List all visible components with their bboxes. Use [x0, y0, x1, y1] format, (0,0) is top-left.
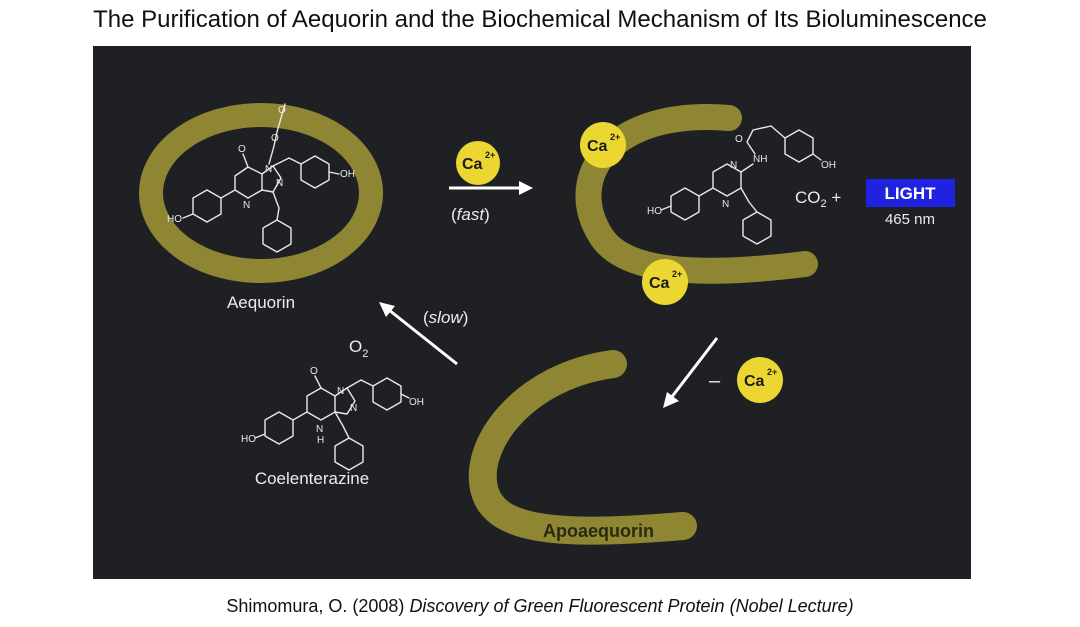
calcium-symbol: Ca	[587, 138, 608, 155]
citation: Shimomura, O. (2008) Discovery of Green …	[0, 596, 1080, 617]
coelenterazine-label: Coelenterazine	[255, 469, 369, 488]
pyrazine-nitrogen-1: N	[730, 160, 737, 171]
calcium-symbol: Ca	[744, 373, 765, 390]
amide-oxygen: O	[735, 134, 743, 145]
slide-title: The Purification of Aequorin and the Bio…	[93, 6, 987, 33]
o2-label: O2	[349, 337, 368, 360]
slow-label: (slow)	[423, 308, 468, 327]
mechanism-diagram: O O O N N N OH HO Aequorin Ca 2+ (fast) …	[139, 103, 955, 545]
calcium-badge-removed: Ca 2+	[737, 357, 783, 403]
calcium-symbol: Ca	[649, 275, 670, 292]
aequorin-complex: O O O N N N OH HO	[139, 103, 383, 283]
light-label: LIGHT	[885, 184, 937, 203]
fast-label: (fast)	[451, 205, 490, 224]
cz-nitrogen-1: N	[337, 386, 344, 397]
calcium-charge: 2+	[485, 150, 495, 160]
calcium-badge-bottom: Ca 2+	[642, 259, 688, 305]
amide-nitrogen: NH	[753, 154, 767, 165]
ring-nitrogen-3: N	[243, 200, 250, 211]
removal-arrow-head	[663, 392, 679, 408]
calcium-ion	[737, 357, 783, 403]
calcium-ion	[580, 122, 626, 168]
co2-product: CO2 +	[795, 188, 841, 210]
cz-nitrogen-3: N	[316, 424, 323, 435]
coelenteramide-structure: N N NH O OH HO	[647, 125, 836, 245]
peroxide-oxygen-1: O	[271, 133, 279, 144]
peroxide-oxygen-2: O	[278, 105, 286, 116]
calcium-charge: 2+	[767, 367, 777, 377]
calcium-charge: 2+	[672, 269, 682, 279]
calcium-badge-fast: Ca 2+	[456, 141, 500, 185]
mechanism-diagram-panel: O O O N N N OH HO Aequorin Ca 2+ (fast) …	[93, 46, 971, 579]
carbonyl-oxygen-cz: O	[310, 366, 318, 377]
reacted-protein-ring	[575, 104, 818, 284]
hydroxyl-amide-side: OH	[821, 160, 836, 171]
calcium-symbol: Ca	[462, 156, 483, 173]
citation-work-title: Discovery of Green Fluorescent Protein (…	[409, 596, 854, 616]
hydroxyl-right: OH	[340, 169, 355, 180]
coelenterazine-structure: O N N N H OH HO	[241, 366, 424, 471]
hydroxyl-left: HO	[167, 214, 182, 225]
cz-hydroxyl-right: OH	[409, 397, 424, 408]
minus-sign: –	[709, 370, 721, 392]
wavelength-label: 465 nm	[885, 211, 935, 228]
apoaequorin-label: Apoaequorin	[543, 521, 654, 541]
ring-nitrogen-2: N	[276, 178, 283, 189]
calcium-charge: 2+	[610, 132, 620, 142]
citation-author-year: Shimomura, O. (2008)	[226, 596, 410, 616]
aequorin-protein-ring	[139, 103, 383, 283]
calcium-badge-top: Ca 2+	[580, 122, 626, 168]
fast-arrow-head	[519, 181, 533, 195]
ring-nitrogen-1: N	[265, 164, 272, 175]
calcium-ion	[456, 141, 500, 185]
pyrazine-nitrogen-2: N	[722, 199, 729, 210]
calcium-removal-arrow	[669, 337, 719, 399]
light-box	[866, 179, 955, 207]
slow-arrow-head	[379, 302, 395, 317]
hydroxyl-left-side: HO	[647, 206, 662, 217]
aequorin-label: Aequorin	[227, 293, 295, 312]
carbonyl-oxygen: O	[238, 144, 246, 155]
calcium-ion	[642, 259, 688, 305]
apoaequorin-protein-ring	[468, 350, 697, 545]
slow-reaction-arrow	[388, 308, 458, 366]
cz-hydroxyl-left: HO	[241, 434, 256, 445]
cz-hydrogen: H	[317, 435, 324, 446]
cz-nitrogen-2: N	[350, 403, 357, 414]
